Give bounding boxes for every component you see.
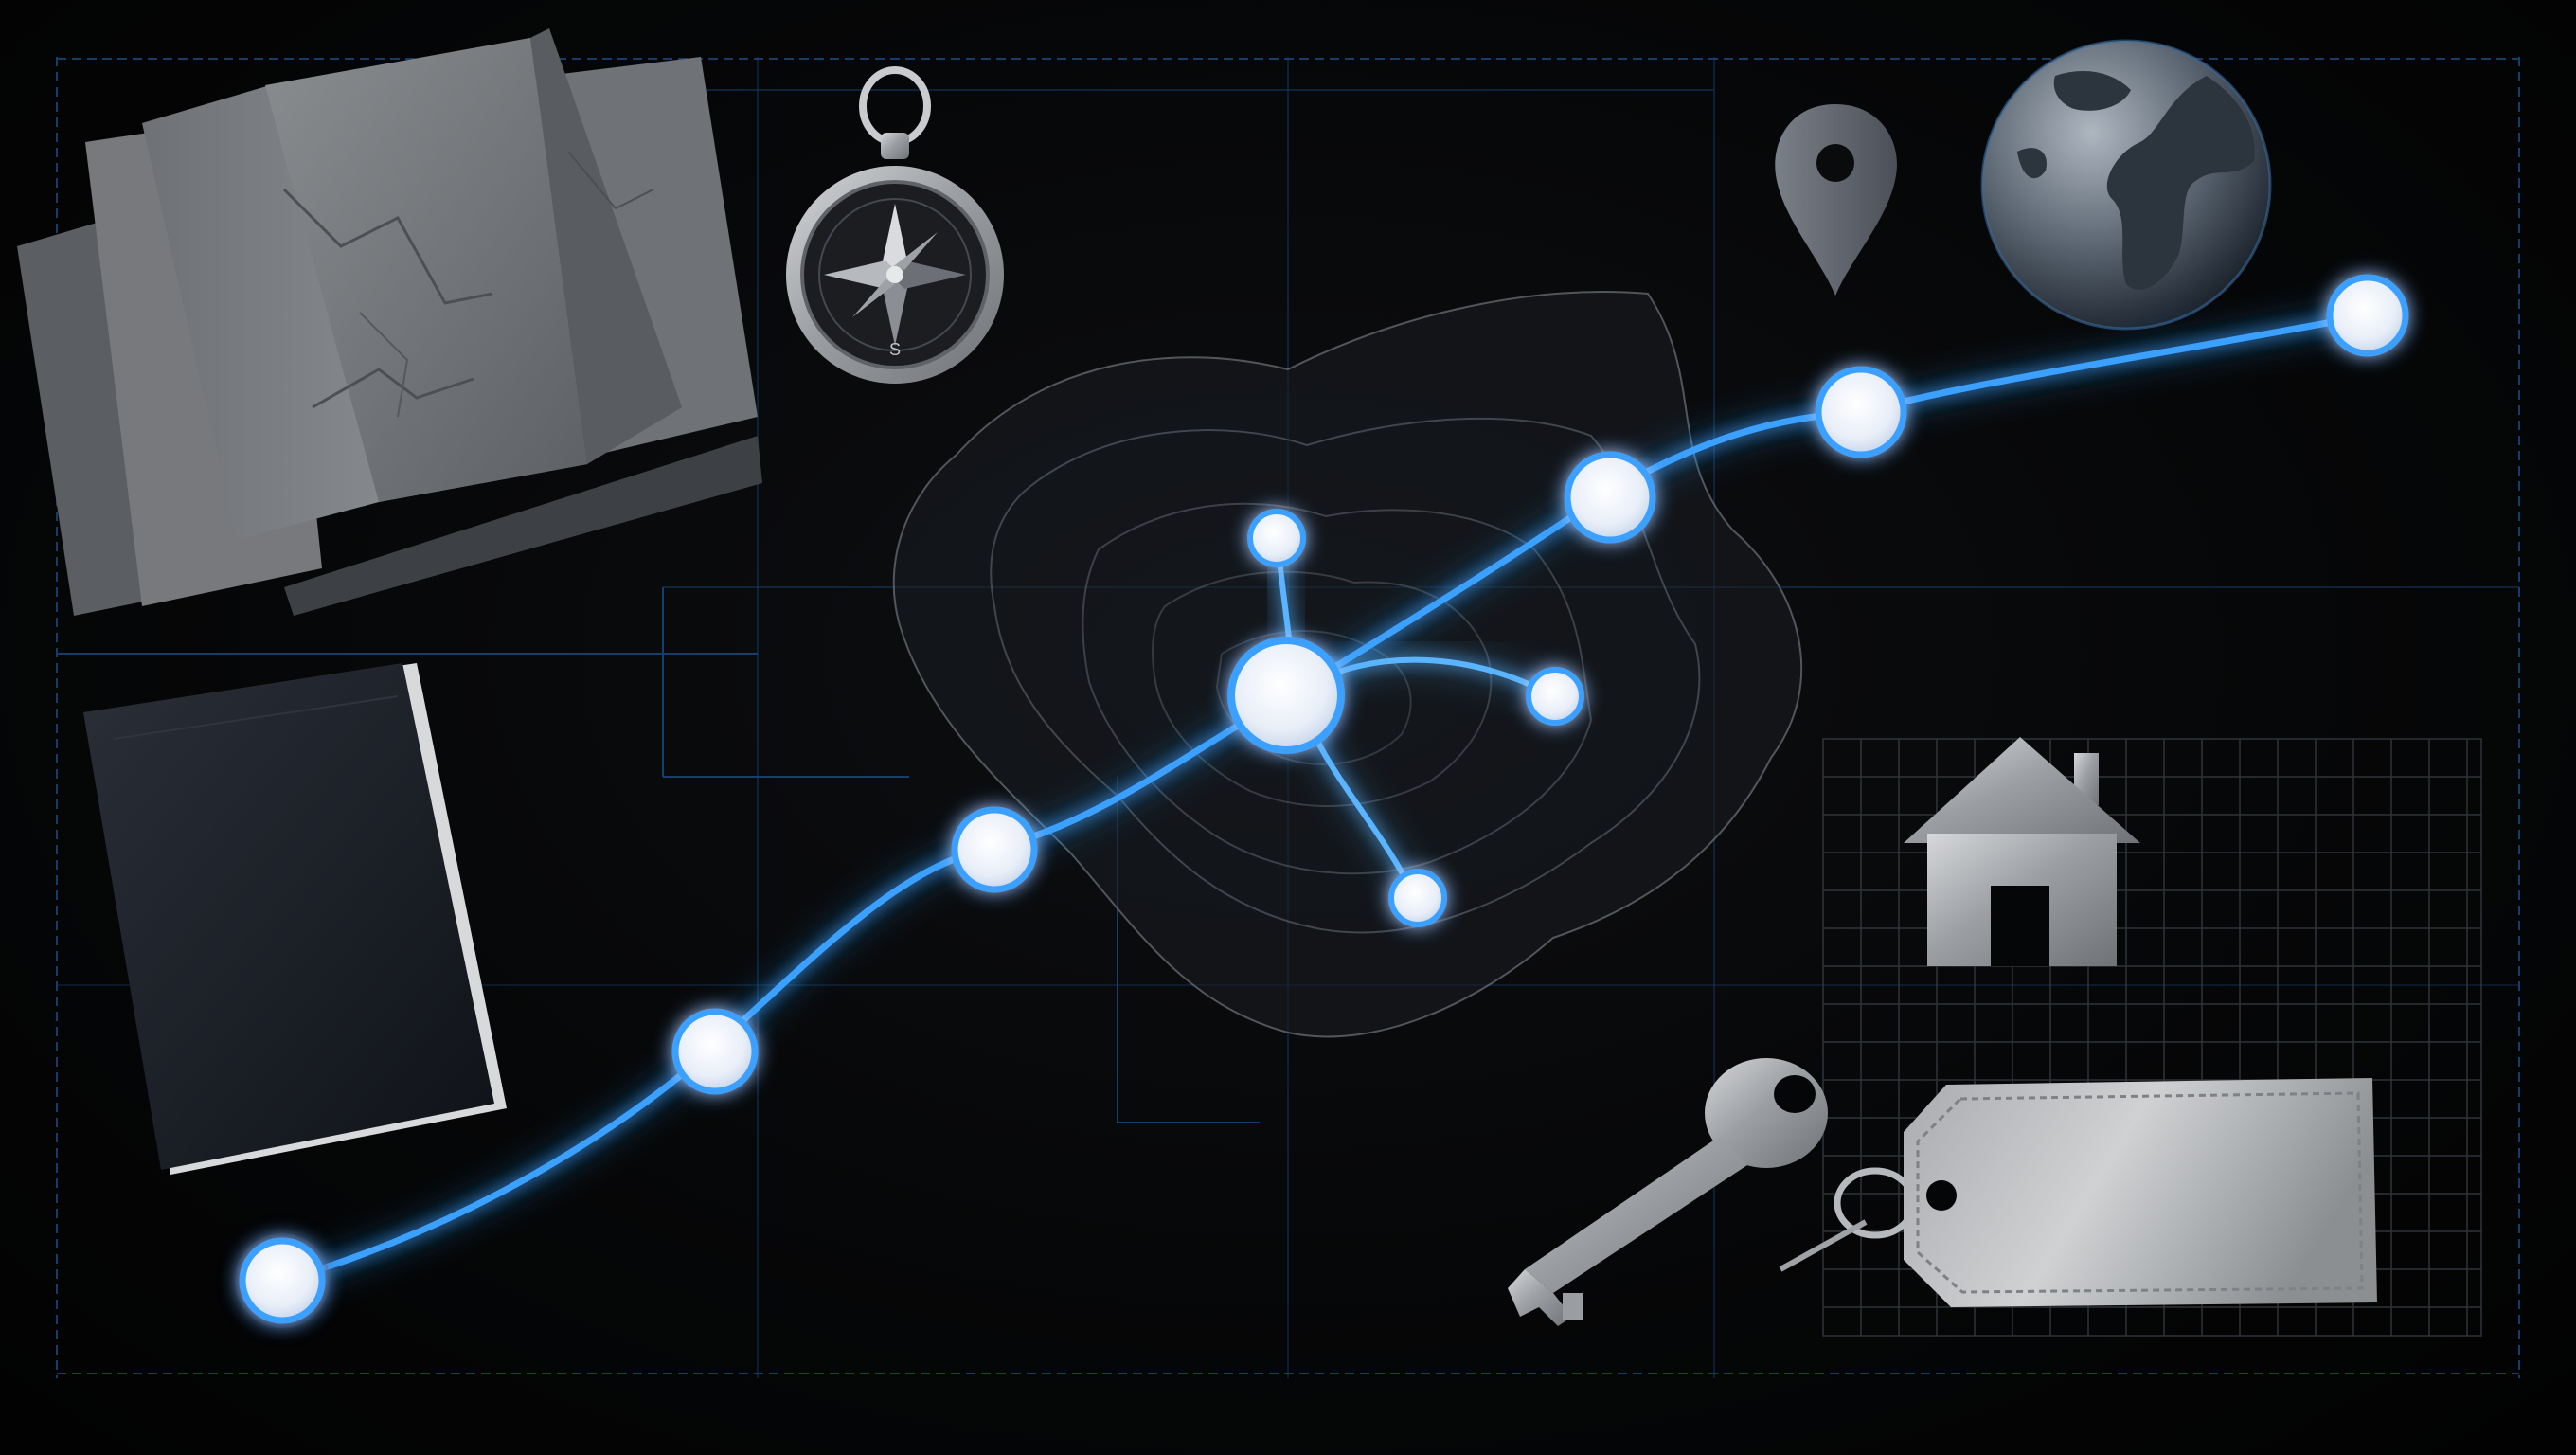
timeline-node[interactable] — [671, 1008, 759, 1095]
timeline-node[interactable] — [1815, 366, 1907, 458]
timeline-branch-node[interactable] — [1388, 869, 1447, 927]
globe-icon — [1980, 39, 2272, 331]
topographic-map — [892, 291, 1803, 1038]
timeline-branch-node[interactable] — [1526, 667, 1584, 726]
compass-label: S — [889, 340, 901, 359]
timeline-node[interactable] — [951, 806, 1038, 893]
timeline-hub-node[interactable] — [1227, 637, 1345, 754]
map-pin-icon — [1775, 104, 1897, 296]
timeline-node[interactable] — [1564, 451, 1656, 544]
key-icon — [1508, 1058, 1828, 1326]
passport-icon — [83, 663, 507, 1175]
compass-icon: S — [786, 66, 1004, 384]
timeline-branch-node[interactable] — [1247, 509, 1306, 567]
timeline-node[interactable] — [2326, 274, 2409, 357]
house-icon — [1904, 737, 2140, 966]
timeline-node[interactable] — [235, 1233, 330, 1328]
timeline-nodes — [235, 274, 2409, 1328]
map-icon — [17, 28, 762, 616]
tag-icon — [1779, 1078, 2377, 1307]
